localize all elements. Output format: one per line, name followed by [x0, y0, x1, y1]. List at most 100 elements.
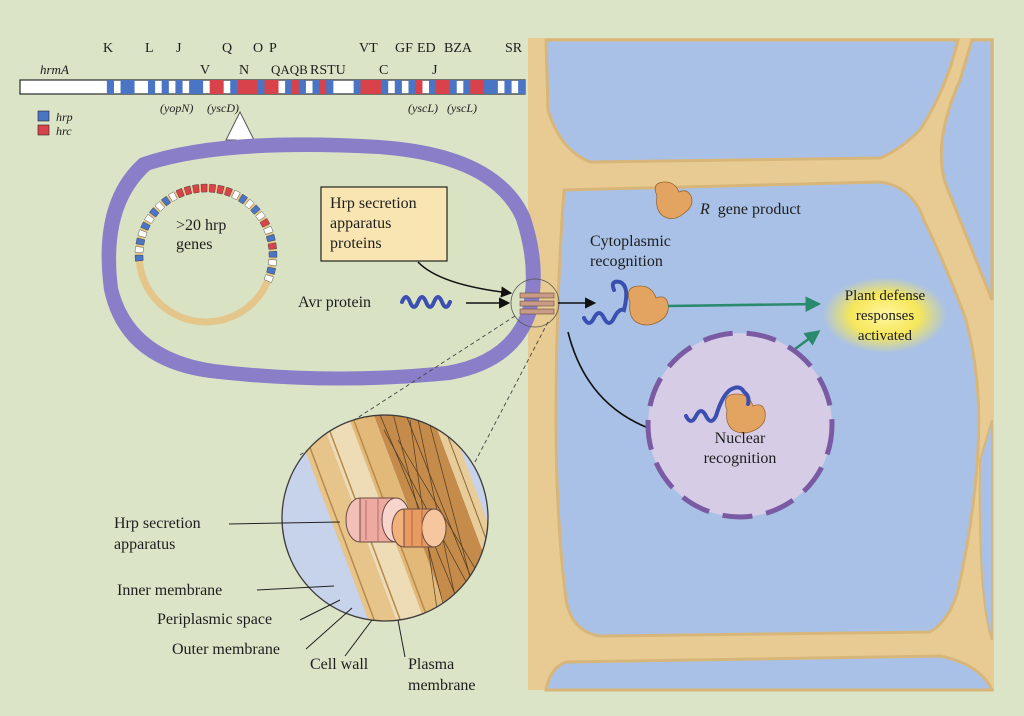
- gene-label-ED: ED: [417, 41, 436, 56]
- gene-label-K: K: [103, 41, 113, 56]
- gene-band: [518, 80, 526, 94]
- hrp-box-line1: Hrp secretion: [330, 195, 417, 212]
- cytoplasmic-r-protein: [627, 285, 669, 326]
- nuclear-label-line1: Nuclear: [715, 430, 766, 447]
- secretion-apparatus-small: [510, 278, 560, 328]
- plasmid-band: [154, 201, 165, 212]
- hrp-box-line2: apparatus: [330, 215, 391, 232]
- plasmid-band: [135, 237, 146, 246]
- plasma-membrane-label-line1: Plasma: [408, 656, 454, 673]
- nucleus: Nuclear recognition: [645, 330, 835, 520]
- plasmid-band: [268, 251, 278, 258]
- legend-swatch-hrc: [37, 124, 50, 136]
- cytoplasmic-avr-protein: [582, 279, 629, 325]
- plasmid-band: [266, 266, 276, 275]
- plasmid-band: [250, 204, 261, 215]
- plasmid-band: [134, 246, 144, 254]
- secretion-apparatus-large: [345, 497, 447, 548]
- plasmid-band: [224, 186, 233, 197]
- gene-band: [435, 80, 444, 94]
- gene-band: [216, 80, 224, 94]
- gene-bands: [106, 80, 526, 94]
- cytoplasmic-label-line2: recognition: [590, 253, 663, 270]
- plasmid-band: [267, 259, 278, 267]
- legend: hrp hrc: [37, 110, 73, 138]
- gene-map: [19, 79, 526, 95]
- gene-band: [319, 80, 327, 94]
- gene-band: [209, 80, 217, 94]
- gene-label-yscL-1: (yscL): [408, 101, 438, 115]
- cytoplasmic-label-line1: Cytoplasmic: [590, 233, 671, 250]
- legend-label-hrp: hrp: [56, 110, 73, 124]
- zoom-lens-border: [281, 414, 489, 622]
- gene-band: [408, 80, 416, 94]
- nuclear-r-protein: [724, 393, 766, 434]
- r-gene-product-label: R gene product: [699, 201, 801, 218]
- gene-label-C: C: [379, 63, 388, 78]
- plasmid-band: [200, 183, 208, 193]
- avr-protein-label: Avr protein: [298, 294, 371, 311]
- gene-band: [189, 80, 197, 94]
- gene-label-O: O: [253, 41, 263, 56]
- periplasmic-space-label: Periplasmic space: [157, 611, 272, 628]
- gene-band: [312, 80, 320, 94]
- gene-band: [360, 80, 368, 94]
- nuclear-avr-protein: [684, 385, 751, 423]
- plasmid-band: [161, 195, 171, 207]
- gene-band: [106, 80, 114, 94]
- hrp-proteins-box: Hrp secretion apparatus proteins: [320, 186, 448, 262]
- plant-defense-line1: Plant defense: [845, 288, 926, 304]
- avr-protein-squiggle: [400, 295, 452, 309]
- hrp-to-apparatus-arrow: [417, 261, 513, 298]
- plasmid-band: [231, 189, 241, 201]
- gene-band: [175, 80, 183, 94]
- bacterium-cytoplasm: [116, 152, 526, 372]
- gene-band: [374, 80, 382, 94]
- plasmid-band: [144, 214, 155, 224]
- plasmid-band: [238, 193, 248, 205]
- hrp-apparatus-label-line2: apparatus: [114, 536, 175, 553]
- cluster-label: hrmA: [40, 62, 69, 77]
- gene-band: [477, 80, 485, 94]
- legend-swatch-hrp: [37, 110, 50, 122]
- zoom-lens: [281, 414, 489, 622]
- gene-label-J-second: J: [432, 63, 438, 78]
- plasmid-band: [216, 184, 225, 195]
- lens-leaders: [228, 521, 406, 658]
- gene-band: [147, 80, 156, 94]
- gene-label-V: V: [200, 63, 210, 78]
- gene-band: [298, 80, 306, 94]
- lower-right-plant-cell: [978, 419, 993, 641]
- gene-band: [195, 80, 204, 94]
- plasmid-band: [140, 221, 151, 231]
- gene-band: [483, 80, 492, 94]
- cell-wall-label: Cell wall: [310, 656, 369, 673]
- zoom-guide-right: [474, 321, 549, 463]
- plasmid-gene-bands: [134, 183, 278, 283]
- gene-label-yopN: (yopN): [160, 101, 193, 115]
- plasmid-band: [263, 225, 274, 235]
- plasmid-label-line2: genes: [176, 236, 212, 253]
- legend-label-hrc: hrc: [56, 124, 72, 138]
- gene-label-J: J: [176, 41, 182, 56]
- gene-band: [291, 80, 300, 94]
- gene-label-P: P: [269, 41, 277, 56]
- gene-band: [285, 80, 293, 94]
- gene-label-Q: Q: [222, 41, 232, 56]
- gene-band: [381, 80, 389, 94]
- gene-band: [415, 80, 423, 94]
- gene-band: [127, 80, 135, 94]
- plasmid-band: [265, 233, 276, 243]
- gene-label-yscD: (yscD): [207, 101, 239, 115]
- gene-band: [442, 80, 450, 94]
- plasmid-band: [175, 188, 185, 199]
- plasmid-band: [183, 185, 192, 196]
- gene-band: [264, 80, 272, 94]
- plant-defense-line3: activated: [858, 328, 913, 344]
- gene-band: [230, 80, 238, 94]
- gene-band: [470, 80, 478, 94]
- gene-label-RSTU: RSTU: [310, 63, 346, 78]
- plasmid-band: [259, 218, 271, 228]
